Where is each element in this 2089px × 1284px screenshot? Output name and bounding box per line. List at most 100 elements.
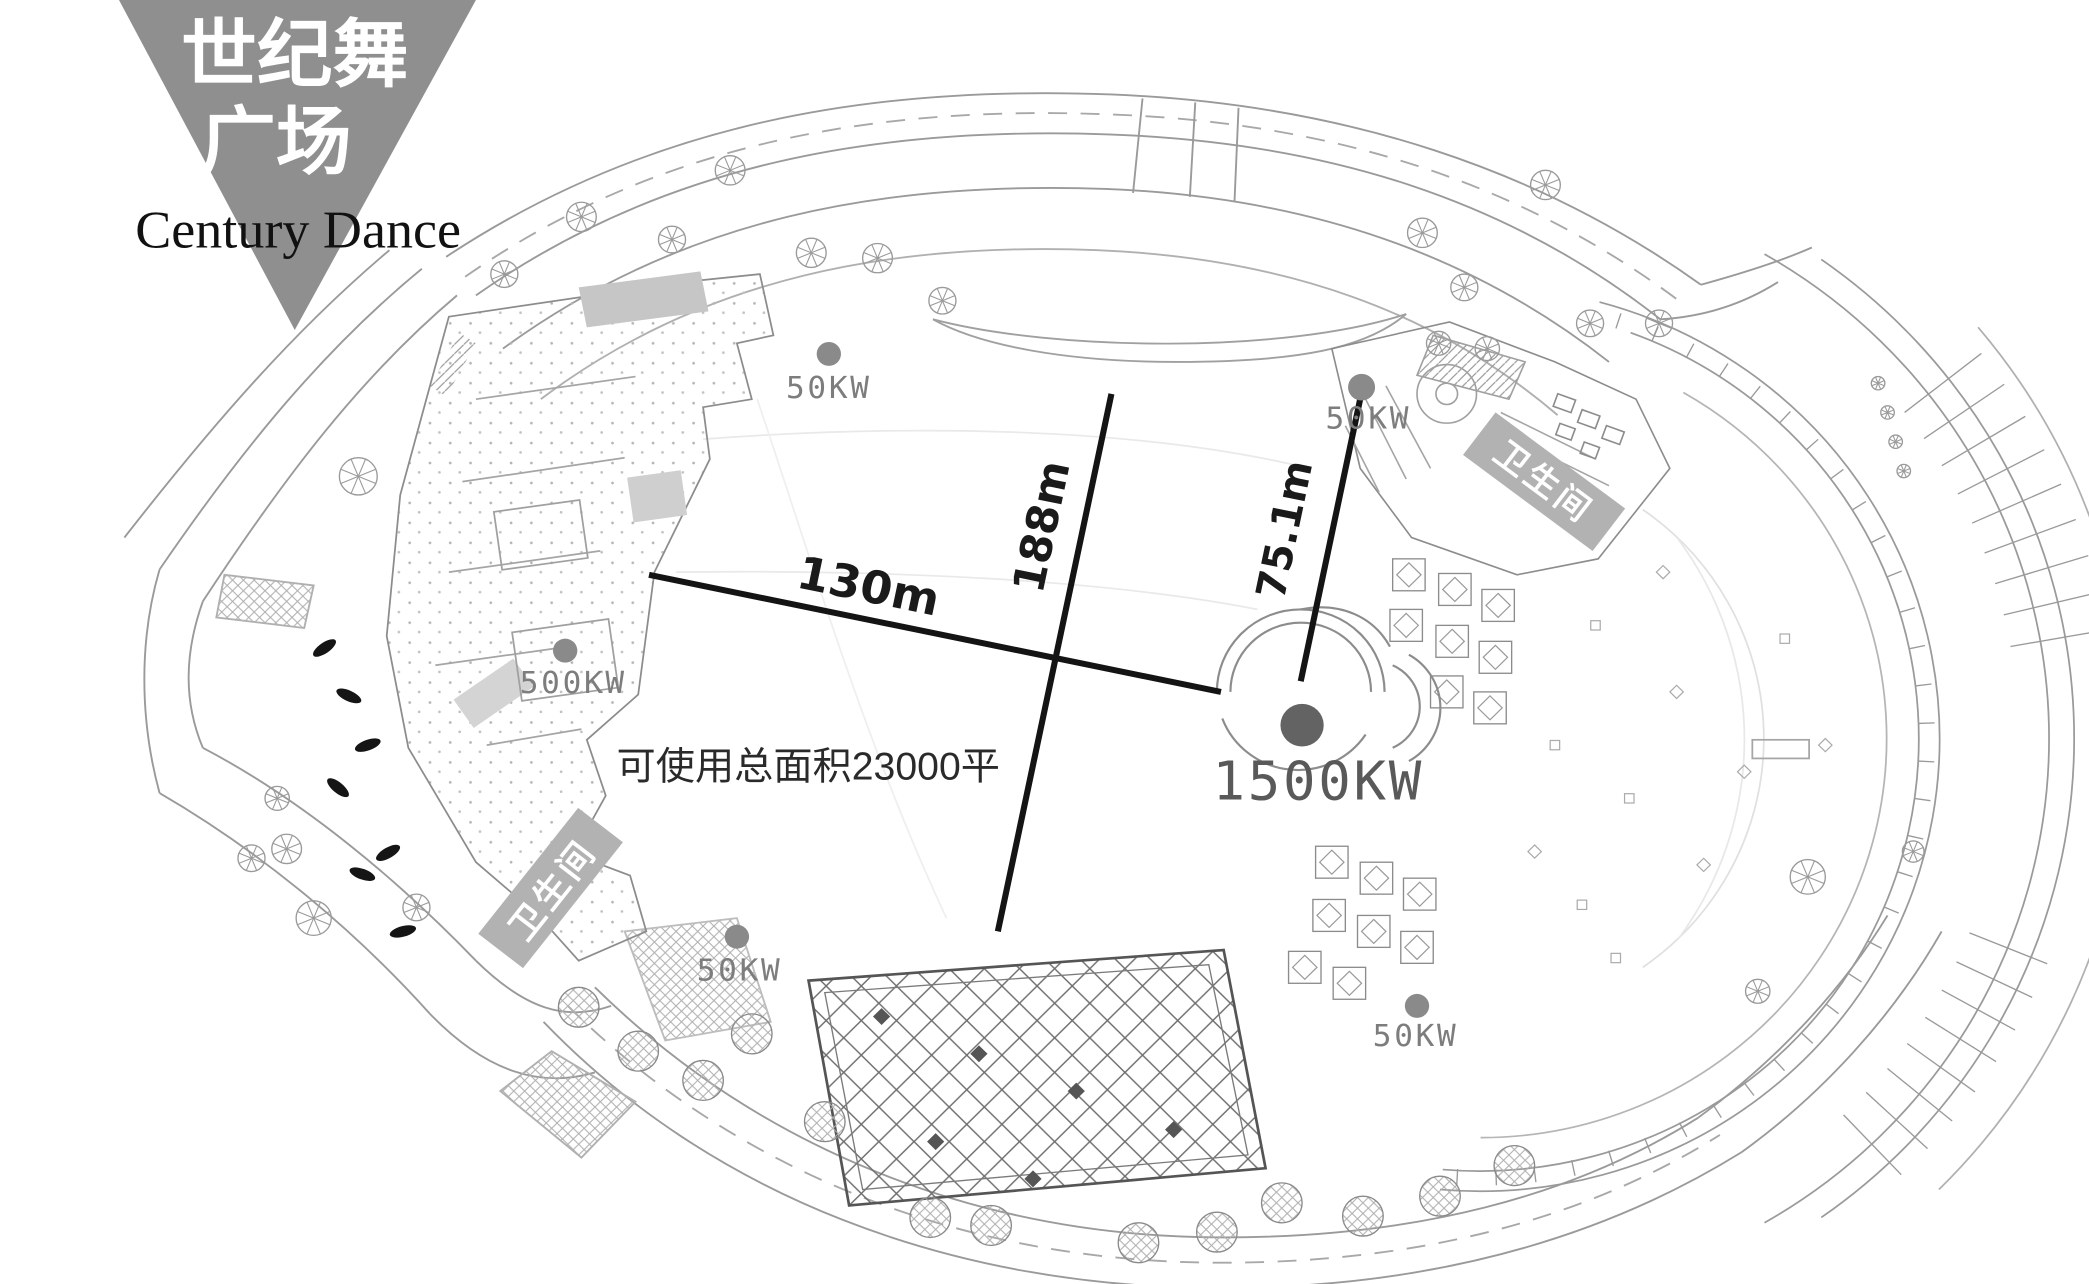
upper-right-building-layer	[1330, 321, 1671, 576]
road-left-conn-2	[143, 569, 161, 794]
tick-mark	[1870, 534, 1886, 544]
scatter-square	[1549, 739, 1561, 751]
hatch-patch-bottomleft	[498, 1050, 637, 1159]
stair-line	[2010, 632, 2089, 648]
plaza-pavement-band-1	[1642, 508, 1765, 969]
stair-line	[1923, 383, 2005, 440]
leaf-icon	[313, 639, 337, 657]
tick-mark	[1773, 1058, 1786, 1072]
logo-subtitle: Century Dance	[135, 200, 461, 260]
road-leftbottom-2	[159, 792, 431, 1015]
planter-icon	[1478, 640, 1513, 674]
planter-icon	[1287, 950, 1322, 984]
restroom-band	[478, 807, 623, 969]
tree-icon	[1450, 273, 1479, 302]
road-left-1	[202, 294, 458, 602]
road-top-dashed	[464, 112, 1682, 303]
tree-icon	[1644, 309, 1674, 338]
power-dot-west	[553, 638, 578, 663]
tick-mark	[1830, 468, 1844, 480]
hatch-patch-topleft	[215, 573, 315, 630]
tree-icon	[861, 242, 894, 274]
stair-line	[1843, 1114, 1902, 1176]
planter-icon	[1473, 691, 1507, 725]
building-inner-lines	[435, 375, 636, 746]
roads-layer	[123, 92, 1943, 1284]
stage-arc-right-2	[1408, 653, 1442, 763]
ur-kiosk-4	[1554, 422, 1577, 442]
stage-arc-right-1	[1392, 664, 1421, 749]
tree-icon	[271, 833, 303, 865]
planters-layer	[1287, 558, 1516, 1000]
road-left-2	[158, 268, 423, 571]
right-plaza-layer	[676, 253, 2089, 1224]
tree-icon	[795, 237, 827, 269]
tick-mark	[1914, 797, 1931, 802]
tree-icon	[565, 201, 597, 233]
tree-icon	[1575, 309, 1605, 338]
tick-mark	[1867, 940, 1882, 949]
tick-mark	[1896, 871, 1913, 878]
power-label-top-right: 50KW	[1325, 401, 1411, 437]
leaf-icon	[389, 925, 417, 938]
scatter-square	[1576, 899, 1588, 911]
usable-area-note: 可使用总面积23000平	[617, 746, 1000, 789]
floor-joint-2	[676, 570, 1258, 611]
ur-kiosk-2	[1576, 408, 1601, 430]
tree-icon	[490, 260, 519, 289]
scatter-square	[1655, 564, 1671, 580]
tick-mark	[1718, 363, 1729, 378]
leaf-icon	[349, 867, 376, 881]
power-dot-top-left	[816, 341, 842, 366]
road-topright-2	[1700, 246, 1813, 286]
planter-icon	[1481, 588, 1516, 623]
power-layer: 50KW 50KW 500KW 50KW 50KW 1500KW	[520, 341, 1456, 1054]
logo-title-line1: 世纪舞	[181, 12, 408, 95]
tick-mark	[1644, 1137, 1652, 1154]
road-leftbottom-1	[202, 746, 477, 962]
tree-icon	[928, 286, 957, 315]
planter-icon	[1429, 675, 1464, 709]
scatter-square	[1779, 633, 1791, 644]
shrub-icon	[1260, 1182, 1303, 1224]
leaf-icon	[327, 778, 349, 798]
scatter-square	[1736, 764, 1752, 780]
scatter-square	[1669, 684, 1685, 700]
dimension-label-188m: 188m	[1004, 457, 1081, 597]
planter-icon	[1314, 845, 1349, 879]
planter-icon	[1437, 572, 1472, 607]
planter-icon	[1389, 608, 1424, 642]
stair-line	[1906, 1042, 1976, 1093]
tree-icon	[714, 155, 746, 186]
tick-mark	[1743, 1082, 1755, 1096]
shrub-icon	[970, 1204, 1013, 1247]
dimension-line-75m	[1297, 391, 1365, 682]
road-bottom-outer	[542, 1021, 1743, 1284]
dotted-walkway	[623, 917, 772, 1042]
logo: 世纪舞 广场 Century Dance	[118, 0, 476, 330]
tick-mark	[1883, 906, 1900, 914]
tree-icon	[657, 225, 687, 254]
plaza-arc-outer-1	[1764, 253, 2050, 1224]
plaza-pavement-band-2	[1677, 538, 1746, 940]
scatter-square	[1696, 857, 1712, 873]
shrub-icon	[1195, 1211, 1238, 1253]
road-left-conn-1	[187, 601, 204, 749]
tick-mark	[1749, 385, 1761, 400]
road-top-outer	[445, 92, 1702, 286]
building-room-2	[511, 618, 620, 702]
stage-arc-inner	[1229, 621, 1373, 692]
shrub-icon	[1419, 1175, 1461, 1217]
stair-line	[1904, 352, 1982, 413]
tick-mark	[1918, 722, 1935, 725]
ur-round-feature-inner	[1435, 382, 1459, 406]
tree-icon	[1425, 330, 1452, 356]
shrub-icon	[909, 1196, 952, 1239]
tree-icon	[402, 893, 431, 922]
tick-mark	[1907, 834, 1924, 840]
ur-kiosk-5	[1579, 440, 1601, 460]
shrub-icon	[730, 1013, 773, 1055]
tick-mark	[1607, 1150, 1615, 1167]
restroom-band	[1463, 412, 1626, 551]
